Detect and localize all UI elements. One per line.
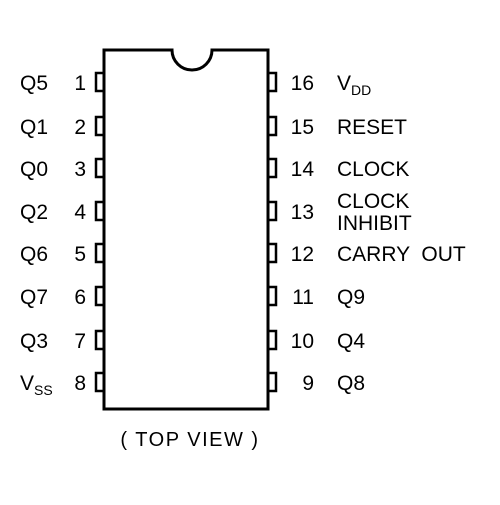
right-pin-12-label-main: CARRY OUT bbox=[337, 243, 466, 266]
left-pin-4-number: 4 bbox=[74, 201, 86, 224]
left-pin-5-label: Q6 bbox=[20, 243, 48, 266]
left-pin-5-stub bbox=[94, 242, 104, 264]
left-pin-4-stub bbox=[94, 200, 104, 222]
left-pin-6-number: 6 bbox=[74, 286, 86, 309]
left-pin-8-label: VSS bbox=[20, 372, 53, 398]
left-pin-6-label: Q7 bbox=[20, 286, 48, 309]
left-pin-8-number: 8 bbox=[74, 372, 86, 395]
right-pin-16-stub bbox=[268, 71, 278, 93]
right-pin-9-label-main: Q8 bbox=[337, 372, 365, 395]
left-pin-4-label-main: Q2 bbox=[20, 201, 48, 224]
left-pin-6-label-main: Q7 bbox=[20, 286, 48, 309]
left-pin-7-label: Q3 bbox=[20, 330, 48, 353]
left-pin-1-label-main: Q5 bbox=[20, 72, 48, 95]
right-pin-13-label-line-2-main: INHIBIT bbox=[337, 212, 412, 235]
left-pin-7-number: 7 bbox=[74, 330, 86, 353]
right-pin-9-stub bbox=[268, 371, 278, 393]
right-pin-16-number: 16 bbox=[291, 72, 314, 95]
right-pin-16-label: VDD bbox=[337, 72, 371, 98]
left-pin-1-stub bbox=[94, 71, 104, 93]
right-pin-11-number: 11 bbox=[292, 286, 314, 309]
left-pin-1-label: Q5 bbox=[20, 72, 48, 95]
left-pin-4-label: Q2 bbox=[20, 201, 48, 224]
right-pin-11-stub bbox=[268, 285, 278, 307]
right-pin-14-number: 14 bbox=[291, 158, 315, 181]
right-pin-13-number: 13 bbox=[291, 201, 314, 224]
right-pin-10-label-main: Q4 bbox=[337, 330, 365, 353]
right-pin-15-stub bbox=[268, 115, 278, 137]
right-pin-12-stub bbox=[268, 242, 278, 264]
left-pin-3-number: 3 bbox=[74, 158, 86, 181]
left-pin-2-stub bbox=[94, 115, 104, 137]
right-pin-16-label-main: V bbox=[337, 72, 351, 95]
right-pin-16-label-subscript: DD bbox=[351, 82, 371, 98]
right-pin-13-label-line-2: INHIBIT bbox=[337, 212, 412, 235]
right-pin-15-number: 15 bbox=[291, 116, 314, 139]
right-pin-13-label-line-1-main: CLOCK bbox=[337, 190, 409, 213]
left-pin-5-number: 5 bbox=[74, 243, 86, 266]
right-pin-11-label-main: Q9 bbox=[337, 286, 365, 309]
right-pin-13-stub bbox=[268, 200, 278, 222]
right-pin-12-number: 12 bbox=[291, 243, 314, 266]
right-pin-11-label: Q9 bbox=[337, 286, 365, 309]
left-pin-8-stub bbox=[94, 371, 104, 393]
right-pin-14-stub bbox=[268, 157, 278, 179]
right-pin-12-label: CARRY OUT bbox=[337, 243, 466, 266]
left-pin-5-label-main: Q6 bbox=[20, 243, 48, 266]
top-view-caption: ( TOP VIEW ) bbox=[120, 429, 259, 451]
left-pin-7-label-main: Q3 bbox=[20, 330, 48, 353]
left-pin-6-stub bbox=[94, 285, 104, 307]
right-pin-15-label: RESET bbox=[337, 116, 407, 139]
left-pin-1-number: 1 bbox=[74, 72, 86, 95]
left-pin-3-stub bbox=[94, 157, 104, 179]
left-pin-2-label: Q1 bbox=[20, 116, 48, 139]
left-pin-2-label-main: Q1 bbox=[20, 116, 48, 139]
left-pin-3-label: Q0 bbox=[20, 158, 48, 181]
right-pin-14-label: CLOCK bbox=[337, 158, 409, 181]
right-pin-9-number: 9 bbox=[302, 372, 314, 395]
right-pin-10-label: Q4 bbox=[337, 330, 365, 353]
right-pin-10-stub bbox=[268, 329, 278, 351]
right-pin-14-label-main: CLOCK bbox=[337, 158, 409, 181]
right-pin-15-label-main: RESET bbox=[337, 116, 407, 139]
right-pin-10-number: 10 bbox=[291, 330, 314, 353]
left-pin-8-label-subscript: SS bbox=[34, 382, 53, 398]
right-pin-13-label-line-1: CLOCK bbox=[337, 190, 409, 213]
ic-body-outline bbox=[102, 48, 270, 411]
left-pin-3-label-main: Q0 bbox=[20, 158, 48, 181]
right-pin-9-label: Q8 bbox=[337, 372, 365, 395]
left-pin-2-number: 2 bbox=[74, 116, 86, 139]
left-pin-7-stub bbox=[94, 329, 104, 351]
left-pin-8-label-main: V bbox=[20, 372, 34, 395]
left-pin-group: 1 Q5 2 Q1 3 Q0 4 Q2 5 Q6 6 Q7 7 Q3 8 VSS bbox=[20, 71, 104, 398]
